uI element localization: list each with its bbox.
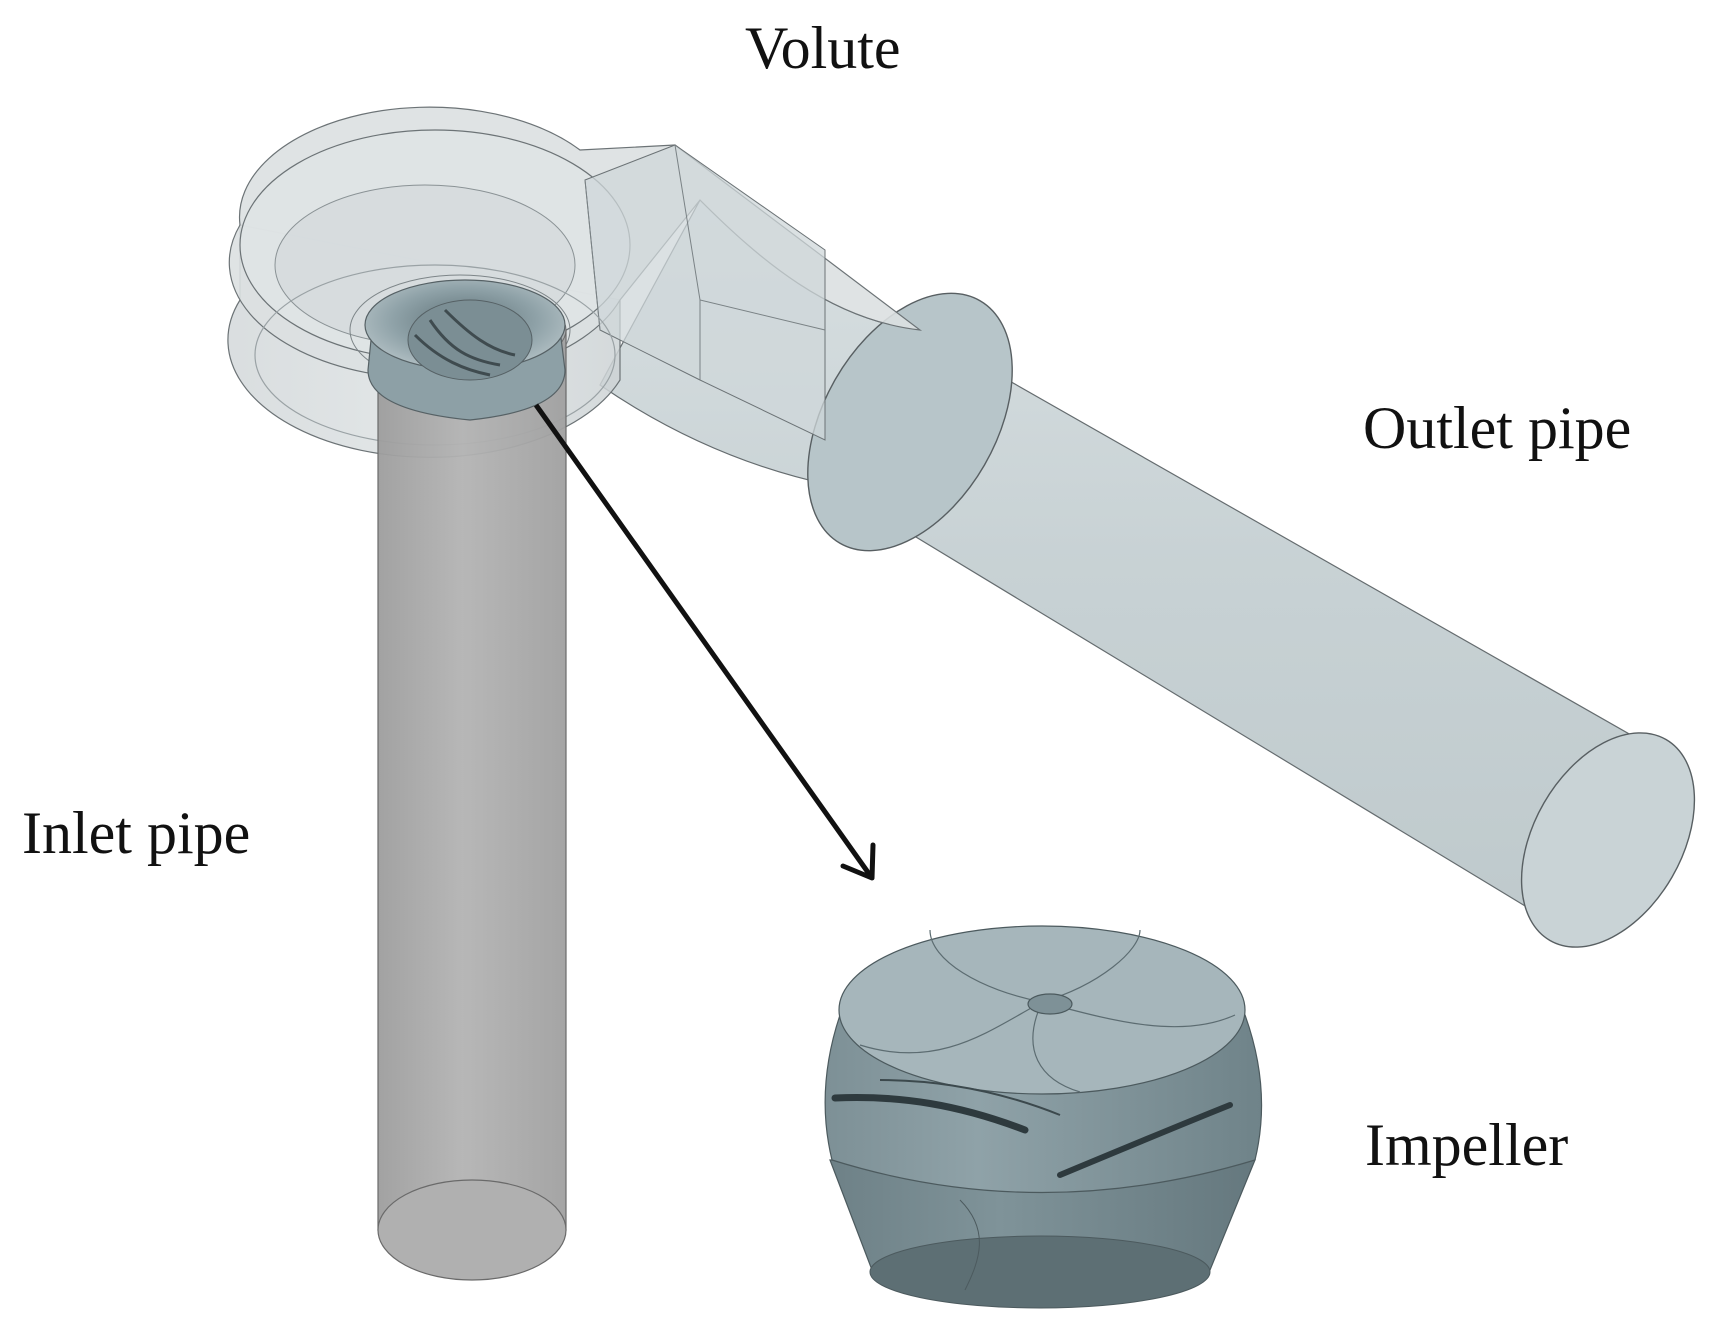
volute-label: Volute [745,15,901,81]
outlet-pipe-label: Outlet pipe [1363,395,1632,461]
volute [227,106,923,458]
inlet-pipe-label: Inlet pipe [22,800,251,866]
inlet-pipe [377,289,567,1281]
impeller [824,925,1263,1309]
pointer-arrow [533,403,876,881]
impeller-label: Impeller [1365,1112,1569,1178]
outlet-pipe [599,199,1696,948]
impeller-eye [364,279,566,421]
